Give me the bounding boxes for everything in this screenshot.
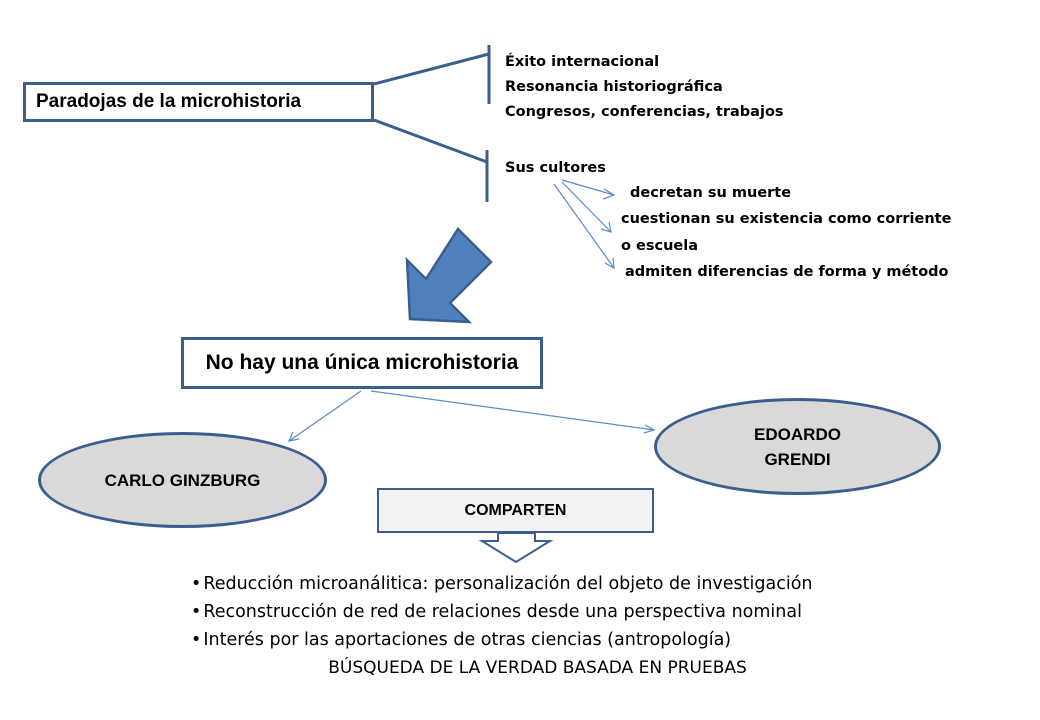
- person-name-grendi-line2: GRENDI: [764, 449, 831, 469]
- person-name-grendi-line1: EDOARDO: [754, 424, 841, 444]
- arrow-to-cuestionan: [561, 181, 612, 233]
- arrow-to-grendi: [370, 390, 655, 431]
- comparten-down-arrow: [478, 532, 554, 564]
- arrow-to-admiten: [553, 183, 615, 269]
- person-oval-grendi: EDOARDO GRENDI: [654, 398, 941, 495]
- comparten-box: COMPARTEN: [377, 488, 654, 533]
- group1-item-3: Congresos, conferencias, trabajos: [505, 104, 784, 120]
- bracket-line-lower: [373, 118, 488, 164]
- shared-point: Interés por las aportaciones de otras ci…: [191, 626, 813, 654]
- title-text: Paradojas de la microhistoria: [36, 91, 302, 112]
- arrowhead-admiten: [604, 257, 615, 270]
- arrowhead-grendi: [643, 424, 656, 434]
- main-statement-text: No hay una única microhistoria: [205, 351, 519, 374]
- arrowhead-cuestionan: [600, 221, 612, 233]
- group2-item-3: o escuela: [621, 238, 698, 254]
- comparten-label: COMPARTEN: [464, 501, 567, 519]
- group2-item-1: decretan su muerte: [630, 185, 792, 201]
- group2-item-4: admiten diferencias de forma y método: [625, 264, 949, 280]
- arrow-to-muerte: [561, 179, 615, 196]
- group1-item-2: Resonancia historiográfica: [505, 79, 723, 95]
- big-down-arrow: [405, 227, 493, 324]
- shared-point: Reconstrucción de red de relaciones desd…: [191, 598, 813, 626]
- group1-item-1: Éxito internacional: [505, 54, 660, 70]
- arrow-to-ginzburg: [288, 390, 362, 442]
- bracket-line-upper: [373, 52, 490, 86]
- group2-label: Sus cultores: [505, 160, 606, 176]
- person-oval-ginzburg: CARLO GINZBURG: [38, 432, 327, 528]
- person-name-ginzburg: CARLO GINZBURG: [104, 470, 261, 490]
- group2-item-2: cuestionan su existencia como corriente: [621, 211, 952, 227]
- main-statement-box: No hay una única microhistoria: [181, 337, 543, 389]
- arrowhead-muerte: [602, 188, 616, 200]
- shared-point: Reducción microanálitica: personalizació…: [191, 570, 812, 598]
- title-box: Paradojas de la microhistoria: [23, 82, 374, 122]
- conclusion-text: BÚSQUEDA DE LA VERDAD BASADA EN PRUEBAS: [328, 658, 747, 678]
- shared-points-list: Reducción microanálitica: personalizació…: [191, 570, 813, 654]
- arrowhead-ginzburg: [287, 431, 300, 442]
